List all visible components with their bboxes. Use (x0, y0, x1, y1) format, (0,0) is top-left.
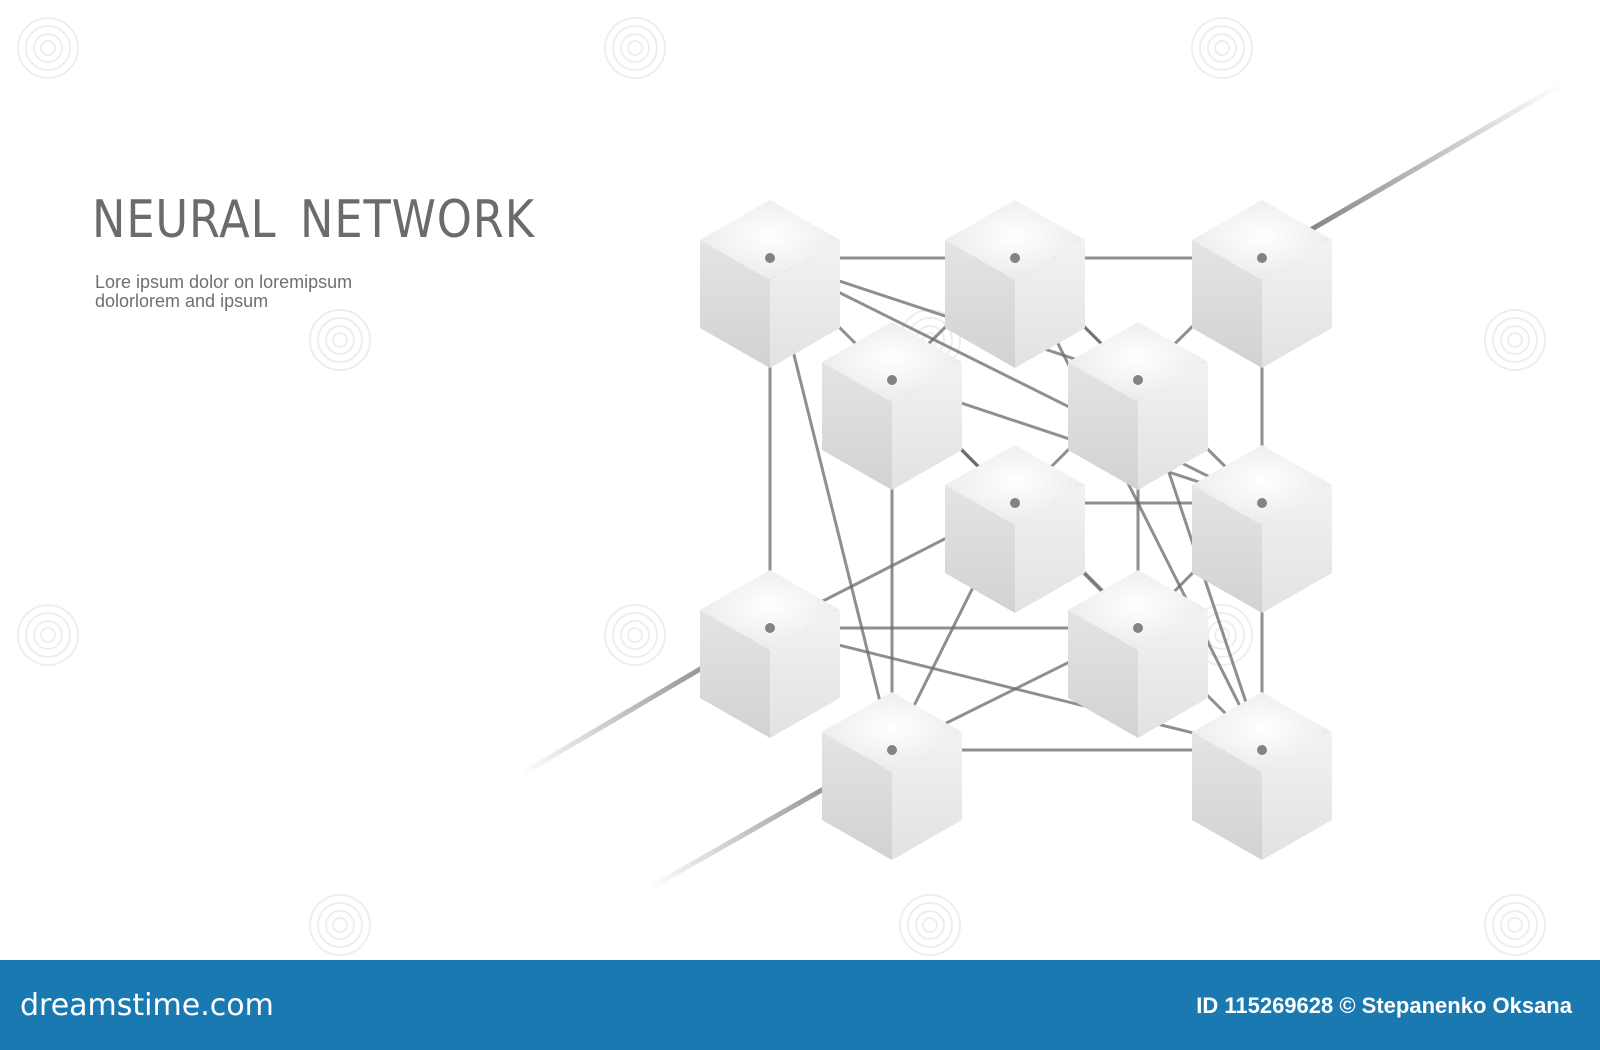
cube-node-icon (700, 200, 840, 368)
watermark-spiral-icon (309, 894, 371, 956)
cube-node-icon (1068, 570, 1208, 738)
cube-node-icon (1192, 200, 1332, 368)
cube-node-icon (1192, 692, 1332, 860)
watermark-spiral-icon (1484, 894, 1546, 956)
watermark-spiral-icon (1484, 309, 1546, 371)
watermark-spiral-icon (17, 17, 79, 79)
cube-node-icon (822, 322, 962, 490)
neural-network-graphic (17, 17, 1563, 956)
cube-node-icon (1192, 445, 1332, 613)
watermark-spiral-icon (604, 17, 666, 79)
headline-title: NEURAL NETWORK (92, 190, 535, 250)
watermark-spiral-icon (309, 309, 371, 371)
subtitle-line-2: dolorlorem and ipsum (95, 291, 269, 311)
cube-node-icon (945, 445, 1085, 613)
footer-bar: dreamstime.com ID 115269628 © Stepanenko… (0, 960, 1600, 1050)
cube-node-icon (700, 570, 840, 738)
subtitle-text: Lore ipsum dolor on loremipsum dolorlore… (95, 273, 455, 311)
watermark-spiral-icon (1191, 17, 1253, 79)
watermark-spiral-icon (899, 894, 961, 956)
footer-credit-id: ID 115269628 © Stepanenko Oksana (1196, 993, 1572, 1018)
cube-node-icon (822, 692, 962, 860)
cube-node-icon (1068, 322, 1208, 490)
subtitle-line-1: Lore ipsum dolor on loremipsum (95, 272, 353, 292)
watermark-spiral-icon (604, 604, 666, 666)
watermark-spiral-icon (17, 604, 79, 666)
cube-layer (700, 200, 1332, 860)
footer-brand-logo: dreamstime.com (20, 988, 274, 1023)
illustration-canvas: NEURAL NETWORK Lore ipsum dolor on lorem… (17, 17, 1563, 956)
cube-node-icon (945, 200, 1085, 368)
